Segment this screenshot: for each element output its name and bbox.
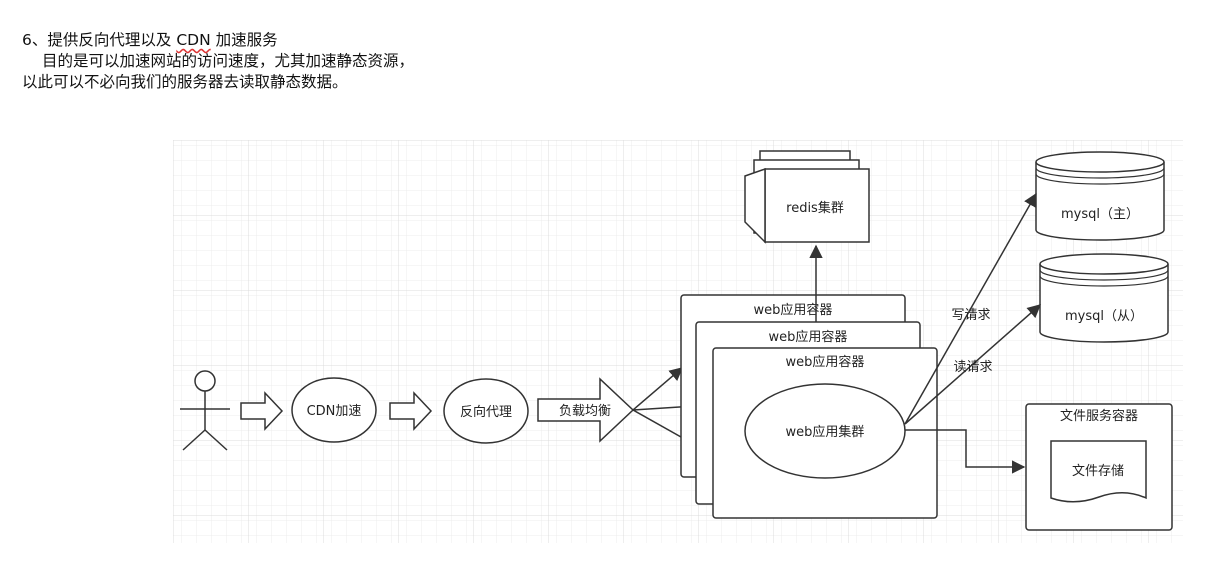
web-cluster-node: web应用集群	[744, 383, 906, 479]
cdn-node: CDN加速	[291, 377, 377, 443]
arrow-cluster-to-mysql-slave	[904, 304, 1042, 425]
arrow-cluster-to-file-service	[905, 429, 1026, 474]
read-request-label: 读请求	[953, 360, 992, 375]
section-heading: 6、提供反向代理以及 CDN 加速服务	[22, 30, 414, 51]
block-arrow-cdn-to-proxy	[389, 391, 433, 431]
grid-background	[173, 140, 1183, 543]
heading-text-post: 加速服务	[210, 31, 278, 49]
file-storage-icon	[1050, 440, 1147, 503]
heading-cdn-term: CDN	[176, 31, 211, 49]
write-request-label: 写请求	[951, 308, 990, 323]
heading-separator: 、	[31, 31, 48, 49]
heading-text-pre: 提供反向代理以及	[47, 31, 177, 49]
load-balancer-node: 负载均衡	[537, 377, 635, 443]
file-service-container-label: 文件服务容器	[1060, 408, 1138, 424]
heading-number: 6	[22, 31, 32, 49]
load-balancer-label: 负载均衡	[559, 404, 611, 419]
cdn-label: CDN加速	[307, 404, 362, 419]
file-service-container: 文件服务容器 文件存储	[1025, 403, 1173, 531]
mysql-master-db: mysql（主）	[1035, 151, 1165, 241]
file-storage-label: 文件存储	[1072, 464, 1124, 479]
web-container-back-label: web应用容器	[754, 302, 833, 318]
web-container-front-label: web应用容器	[786, 354, 865, 370]
mysql-slave-label: mysql（从）	[1065, 309, 1143, 324]
redis-cluster-label: redis集群	[786, 200, 844, 216]
reverse-proxy-label: 反向代理	[460, 404, 512, 420]
web-container-mid-label: web应用容器	[769, 329, 848, 345]
user-icon	[180, 370, 230, 451]
web-cluster-label: web应用集群	[786, 424, 865, 440]
description-line-2: 以此可以不必向我们的服务器去读取静态数据。	[22, 73, 348, 91]
mysql-slave-db: mysql（从）	[1039, 253, 1169, 343]
arrow-lb-to-container-back	[632, 367, 684, 411]
arrow-cluster-to-mysql-master	[904, 192, 1037, 425]
block-arrow-user-to-cdn	[240, 391, 284, 431]
mysql-master-label: mysql（主）	[1061, 207, 1139, 222]
document-text: 6、提供反向代理以及 CDN 加速服务 目的是可以加速网站的访问速度，尤其加速静…	[22, 30, 414, 93]
redis-cluster-node: redis集群	[744, 150, 870, 244]
description-line-1: 目的是可以加速网站的访问速度，尤其加速静态资源，	[42, 52, 415, 70]
reverse-proxy-node: 反向代理	[443, 378, 529, 444]
